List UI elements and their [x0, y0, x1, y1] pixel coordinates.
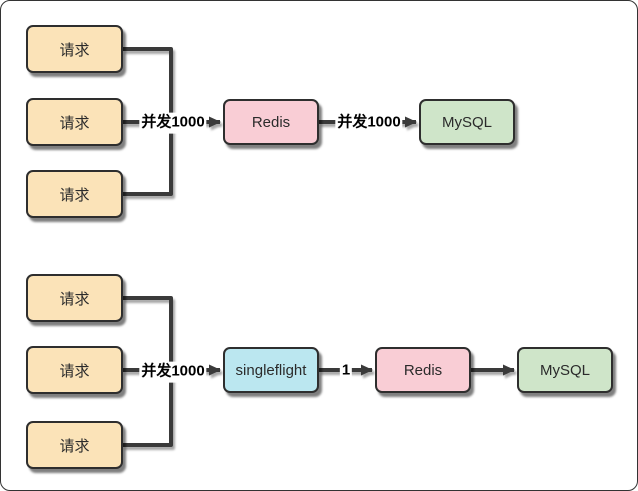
- node-request-bottom-1: 请求: [26, 274, 123, 322]
- node-mysql-bottom: MySQL: [517, 347, 613, 393]
- node-label-request-top-2: 请求: [59, 114, 90, 132]
- edge-request-top-3-to-bus: [123, 122, 173, 196]
- edge-request-bottom-3-to-bus: [123, 370, 173, 447]
- node-request-bottom-3: 请求: [26, 421, 123, 469]
- node-label-request-top-1: 请求: [59, 41, 90, 59]
- node-label-request-bottom-3: 请求: [59, 437, 90, 455]
- edge-request-top-1-to-bus: [123, 47, 173, 122]
- node-request-top-1: 请求: [26, 25, 123, 73]
- edge-label-concurrency-bottom: 并发1000: [139, 361, 207, 383]
- edge-label-count-one: 1: [339, 360, 353, 382]
- edge-label-concurrency-top-left: 并发1000: [139, 112, 207, 134]
- node-label-redis-top: Redis: [251, 113, 291, 131]
- edge-request-bottom-1-to-bus: [123, 296, 173, 370]
- node-request-top-3: 请求: [26, 170, 123, 218]
- node-request-top-2: 请求: [26, 98, 123, 146]
- node-redis-top: Redis: [223, 99, 319, 145]
- node-request-bottom-2: 请求: [26, 346, 123, 394]
- node-label-mysql-bottom: MySQL: [539, 361, 590, 379]
- node-label-mysql-top: MySQL: [441, 113, 492, 131]
- node-singleflight: singleflight: [223, 347, 319, 393]
- node-mysql-top: MySQL: [419, 99, 515, 145]
- node-label-singleflight: singleflight: [235, 361, 307, 379]
- node-label-redis-bottom: Redis: [403, 361, 443, 379]
- node-redis-bottom: Redis: [375, 347, 471, 393]
- edge-label-concurrency-top-right: 并发1000: [335, 112, 403, 134]
- node-label-request-top-3: 请求: [59, 186, 90, 204]
- node-label-request-bottom-2: 请求: [59, 362, 90, 380]
- node-label-request-bottom-1: 请求: [59, 290, 90, 308]
